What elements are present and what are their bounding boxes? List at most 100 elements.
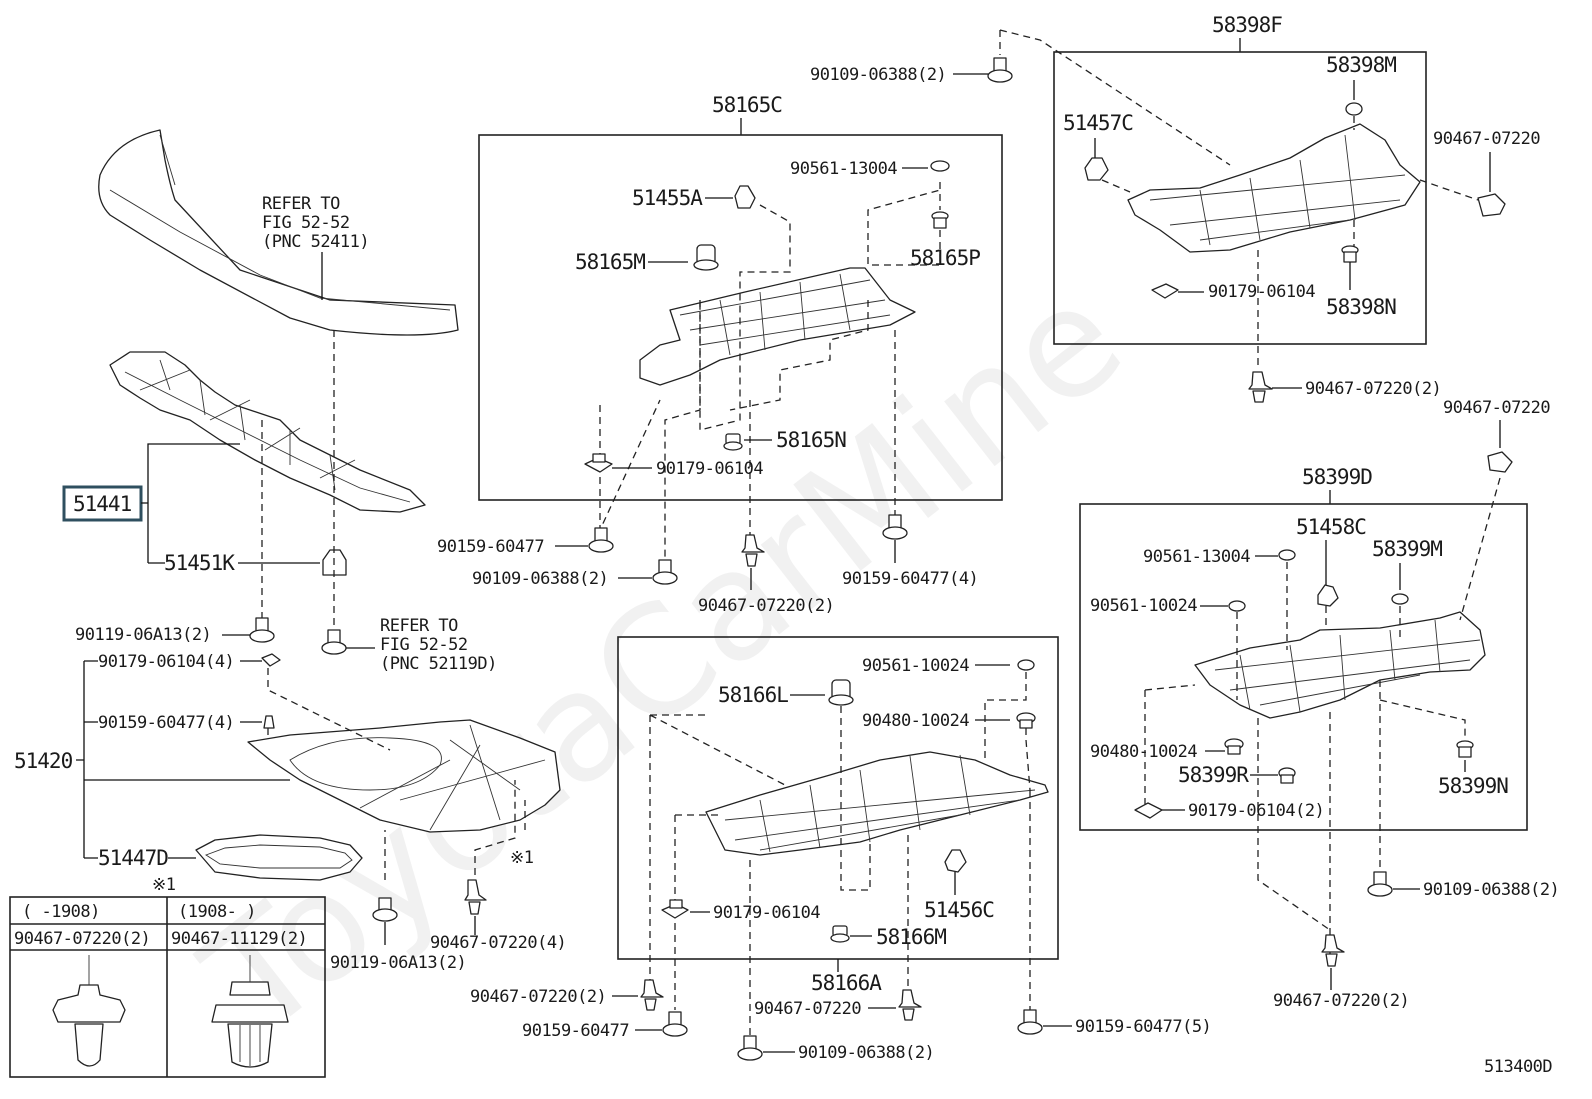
label-90109-06388-top[interactable]: 90109-06388(2) xyxy=(810,65,947,85)
label-90109-06388-c[interactable]: 90109-06388(2) xyxy=(798,1043,935,1063)
label-90179-06104-4[interactable]: 90179-06104(4) xyxy=(98,652,235,672)
label-58166L[interactable]: 58166L xyxy=(718,683,789,707)
label-90467-07220-r4[interactable]: 90467-07220(2) xyxy=(1273,991,1410,1011)
washer-90561-10024-b-icon xyxy=(1228,600,1246,612)
bolt-90159-60477-4b-icon xyxy=(882,514,908,540)
label-90159-60477-4[interactable]: 90159-60477(4) xyxy=(98,713,235,733)
label-58399D[interactable]: 58399D xyxy=(1302,465,1373,489)
label-90467-07220-c2[interactable]: 90467-07220 xyxy=(754,999,862,1019)
label-90467-07220-4[interactable]: 90467-07220(4) xyxy=(430,933,567,953)
washer-90561-13004-b-icon xyxy=(1278,549,1296,561)
bolt-90109-06388-c-icon xyxy=(737,1035,763,1061)
label-58399M[interactable]: 58399M xyxy=(1372,537,1443,561)
refer1-line1: REFER TO xyxy=(262,194,340,214)
clip-90467-07220-4-icon xyxy=(464,879,487,915)
screw-90159-60477-icon xyxy=(263,715,275,729)
label-90159-60477-a[interactable]: 90159-60477 xyxy=(437,537,545,557)
label-90109-06388-r[interactable]: 90109-06388(2) xyxy=(1423,880,1560,900)
label-90480-10024-b[interactable]: 90480-10024 xyxy=(1090,742,1198,762)
legend-table: ※1 ( -1908) (1908- ) 90467-07220(2) 9046… xyxy=(9,875,326,1078)
label-58165P[interactable]: 58165P xyxy=(910,246,981,270)
label-51447D[interactable]: 51447D xyxy=(98,846,169,870)
bolt-90119-06A13-icon xyxy=(249,617,275,643)
cover-51441-part xyxy=(109,351,426,513)
legend-col1-header: ( -1908) xyxy=(22,902,100,922)
label-90179-06104-c[interactable]: 90179-06104 xyxy=(713,903,821,923)
nut-90179-06104-c-icon xyxy=(661,899,689,919)
diagram-code: 513400D xyxy=(1484,1057,1552,1077)
under-cover-58165C-part xyxy=(639,267,916,386)
clip-90480-10024-c-icon xyxy=(1016,712,1036,729)
label-51451K[interactable]: 51451K xyxy=(164,551,236,575)
bolt-90159-60477-a-icon xyxy=(588,527,614,553)
label-90467-07220-c1[interactable]: 90467-07220(2) xyxy=(470,987,607,1007)
label-58165M[interactable]: 58165M xyxy=(575,250,646,274)
clip-90467-11129-legend-icon xyxy=(211,955,289,1068)
label-90467-07220-r2[interactable]: 90467-07220(2) xyxy=(1305,379,1442,399)
clip-90467-07220-r3-icon xyxy=(1487,451,1513,473)
label-58166A[interactable]: 58166A xyxy=(811,971,883,995)
clip-51458C-icon xyxy=(1317,584,1339,607)
refer1-line3[interactable]: (PNC 52411) xyxy=(262,232,370,252)
clip-90467-07220-c1-icon xyxy=(640,979,664,1011)
label-51441[interactable]: 51441 xyxy=(73,492,133,516)
clip-90480-10024-b-icon xyxy=(1224,738,1244,755)
label-58165C[interactable]: 58165C xyxy=(712,93,783,117)
legend-col1-part[interactable]: 90467-07220(2) xyxy=(14,929,151,949)
nut-90179-06104-a-icon xyxy=(584,453,613,473)
label-90109-06388-a[interactable]: 90109-06388(2) xyxy=(472,569,609,589)
legend-col2-header: (1908- ) xyxy=(178,902,256,922)
label-90561-13004-b[interactable]: 90561-13004 xyxy=(1143,547,1251,567)
label-90159-60477-c[interactable]: 90159-60477 xyxy=(522,1021,630,1041)
refer1-line2: FIG 52-52 xyxy=(262,213,350,233)
front-bumper-cover-part xyxy=(98,129,459,336)
nut-90179-06104-icon xyxy=(261,653,281,667)
label-51458C[interactable]: 51458C xyxy=(1296,515,1367,539)
grommet-58165N-icon xyxy=(723,433,743,451)
label-90179-06104-a[interactable]: 90179-06104 xyxy=(656,459,764,479)
bolt-90119-06A13-bottom-icon xyxy=(372,897,398,922)
refer2-line3[interactable]: (PNC 52119D) xyxy=(380,654,497,674)
clip-51457C-icon xyxy=(1084,157,1109,181)
grommet-58166M-icon xyxy=(830,925,850,943)
label-90467-07220-a[interactable]: 90467-07220(2) xyxy=(698,596,835,616)
bolt-90109-06388-a-icon xyxy=(652,559,678,585)
label-90179-06104-2[interactable]: 90179-06104(2) xyxy=(1188,801,1325,821)
clip-90467-07220-c2-icon xyxy=(898,989,922,1021)
label-58399R[interactable]: 58399R xyxy=(1178,763,1250,787)
label-90561-10024-c[interactable]: 90561-10024 xyxy=(862,656,970,676)
label-58398F[interactable]: 58398F xyxy=(1212,13,1283,37)
clip-90467-07220-r4-icon xyxy=(1321,934,1345,967)
label-90467-07220-r3[interactable]: 90467-07220 xyxy=(1443,398,1551,418)
legend-col2-part[interactable]: 90467-11129(2) xyxy=(171,929,308,949)
label-58398N[interactable]: 58398N xyxy=(1326,295,1397,319)
label-90159-60477-4b[interactable]: 90159-60477(4) xyxy=(842,569,979,589)
bolt-refer2-icon xyxy=(321,629,347,655)
label-90119-06A13-bottom[interactable]: 90119-06A13(2) xyxy=(330,953,467,973)
label-90159-60477-5[interactable]: 90159-60477(5) xyxy=(1075,1017,1212,1037)
washer-58399M-icon xyxy=(1391,593,1409,605)
label-90561-13004-a[interactable]: 90561-13004 xyxy=(790,159,898,179)
clip-90467-07220-r2-icon xyxy=(1248,371,1273,403)
label-51455A[interactable]: 51455A xyxy=(632,186,704,210)
label-90561-10024-b[interactable]: 90561-10024 xyxy=(1090,596,1198,616)
nut-90179-06104-b-icon xyxy=(1151,283,1179,299)
washer-90561-13004-icon xyxy=(930,160,950,172)
label-90480-10024-c[interactable]: 90480-10024 xyxy=(862,711,970,731)
label-51456C[interactable]: 51456C xyxy=(924,898,995,922)
group-box-58165C xyxy=(478,134,1003,501)
label-58165N[interactable]: 58165N xyxy=(776,428,847,452)
label-51457C[interactable]: 51457C xyxy=(1063,111,1134,135)
label-58166M[interactable]: 58166M xyxy=(876,925,947,949)
group-box-58398F xyxy=(1053,51,1427,345)
clip-58399N-icon xyxy=(1456,740,1474,758)
label-58399N[interactable]: 58399N xyxy=(1438,774,1509,798)
legend-title: ※1 xyxy=(152,875,176,895)
label-58398M[interactable]: 58398M xyxy=(1326,53,1397,77)
clip-90467-07220-r1-icon xyxy=(1477,193,1506,217)
label-90179-06104-b[interactable]: 90179-06104 xyxy=(1208,282,1316,302)
label-90119-06A13-top[interactable]: 90119-06A13(2) xyxy=(75,625,212,645)
label-90467-07220-r1[interactable]: 90467-07220 xyxy=(1433,129,1541,149)
clip-90467-07220-legend-icon xyxy=(52,955,126,1067)
label-51420[interactable]: 51420 xyxy=(14,749,74,773)
